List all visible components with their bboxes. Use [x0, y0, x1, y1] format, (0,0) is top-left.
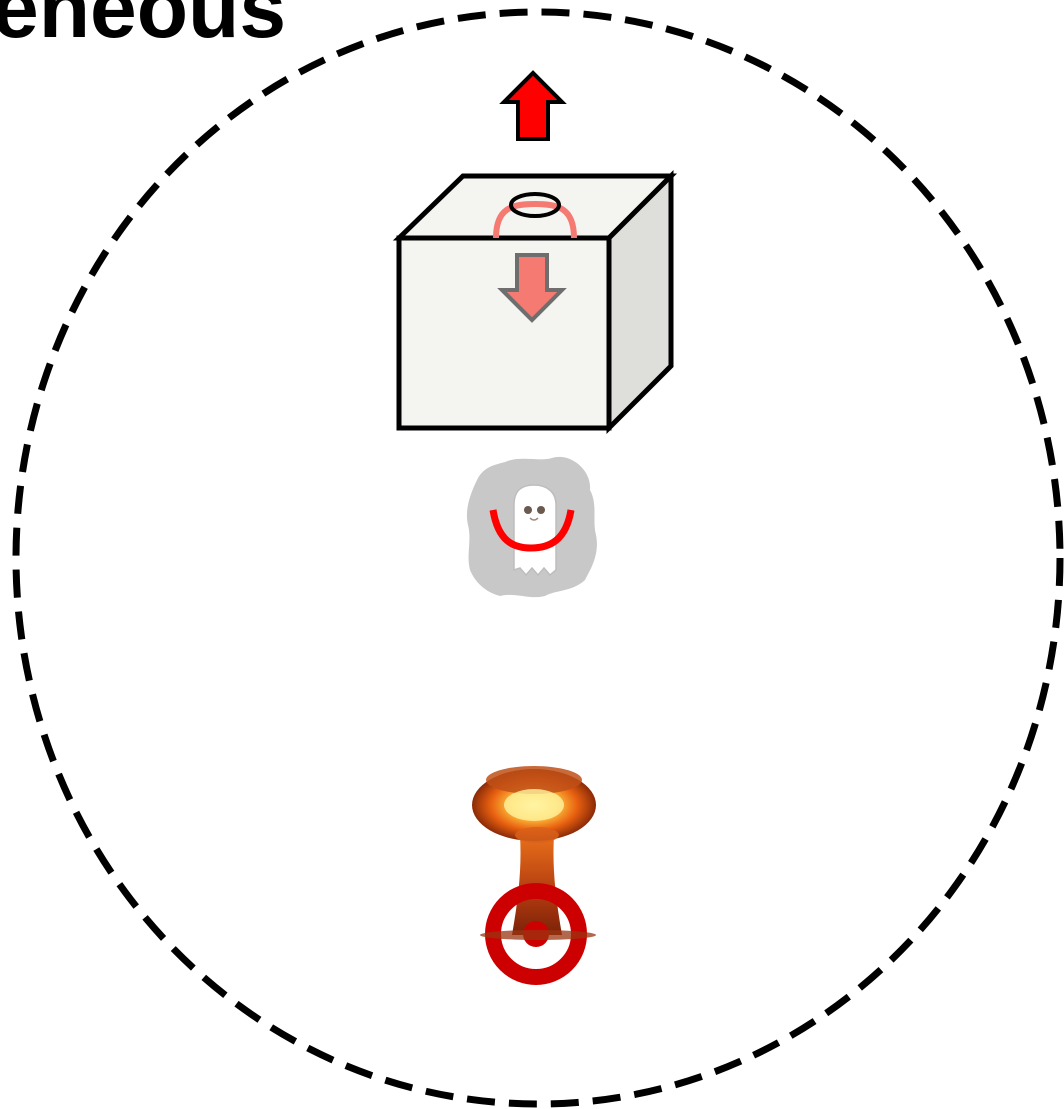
down-arrow-icon: [497, 253, 567, 323]
dashed-circle-boundary: [12, 8, 1064, 1108]
halo-icon: [493, 192, 577, 239]
up-arrow-icon: [499, 70, 567, 141]
cube-icon: [392, 169, 678, 435]
smile-icon: [489, 509, 575, 552]
ghost-icon: [466, 456, 597, 598]
explosion-base-icon: [480, 930, 596, 940]
page-title: eneous: [0, 0, 287, 55]
